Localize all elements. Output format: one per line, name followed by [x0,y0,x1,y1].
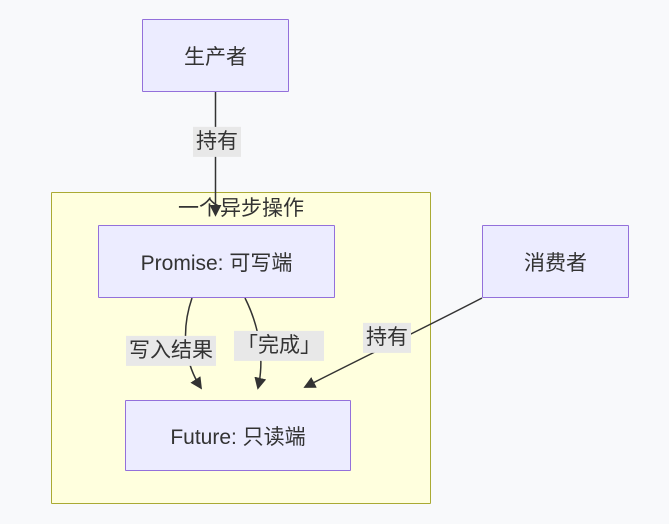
node-producer-label: 生产者 [184,45,247,69]
edge-label-holds-producer-text: 持有 [196,129,238,153]
node-promise-label: Promise: 可写端 [140,251,293,275]
edge-label-holds-consumer: 持有 [363,322,411,354]
edge-label-holds-consumer-text: 持有 [366,325,408,349]
edge-label-complete-text: 「完成」 [237,333,321,357]
node-future: Future: 只读端 [125,400,351,471]
node-producer: 生产者 [142,19,289,92]
node-promise: Promise: 可写端 [98,225,335,298]
edge-label-complete: 「完成」 [234,330,324,362]
edge-label-write-result-text: 写入结果 [129,338,213,362]
subgraph-label: 一个异步操作 [178,197,304,220]
node-future-label: Future: 只读端 [170,425,306,449]
node-consumer-label: 消费者 [524,251,587,275]
node-consumer: 消费者 [482,225,629,298]
edge-label-holds-producer: 持有 [193,126,241,158]
edge-label-write-result: 写入结果 [126,335,216,367]
